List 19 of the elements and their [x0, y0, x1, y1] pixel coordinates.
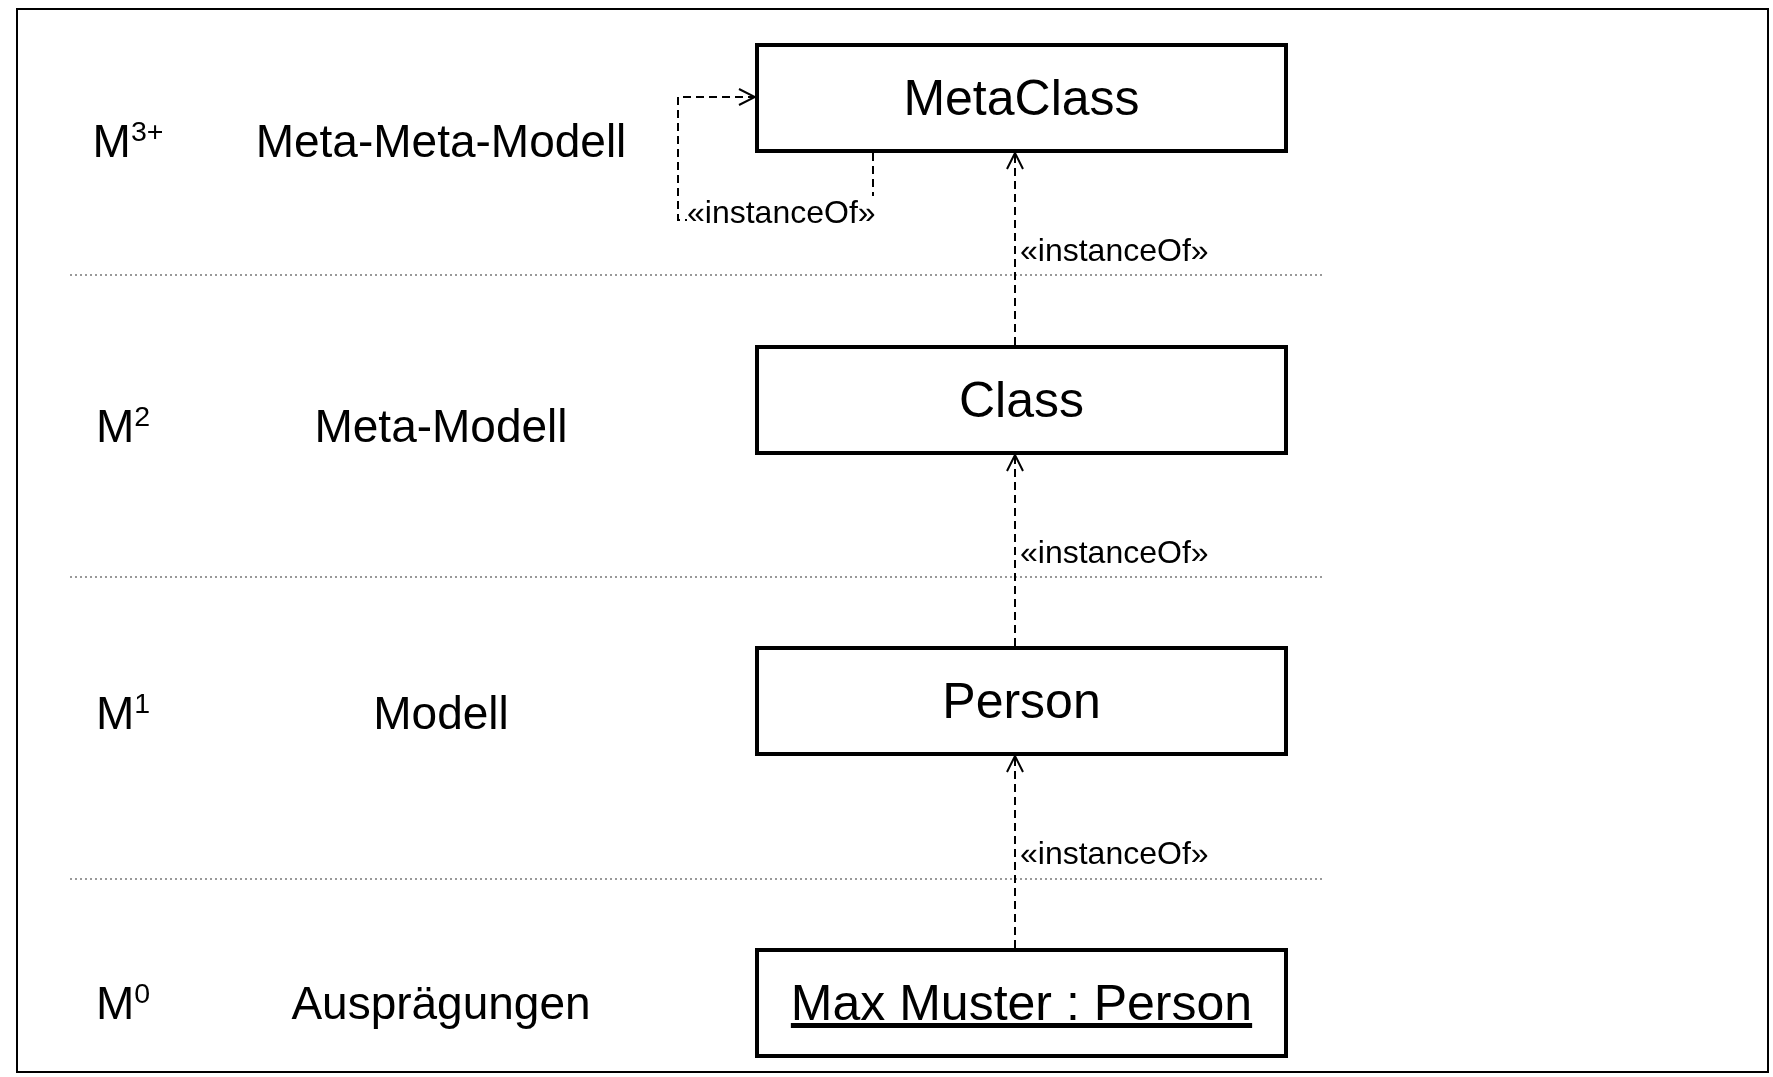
class-name: Class: [959, 371, 1084, 429]
class-box: [755, 43, 1288, 153]
class-box: [755, 646, 1288, 756]
layer-name: Modell: [373, 686, 509, 740]
level-name: M$^{1}$: [95, 686, 151, 740]
dependency-arrow: [1006, 152, 1024, 346]
class-name: MetaClass: [903, 69, 1140, 127]
object-name: Max Muster : Person: [790, 974, 1253, 1032]
dependency-arrow: [1006, 755, 1024, 949]
layer-name: Meta-Meta-Modell: [255, 114, 627, 168]
level-name: M$^{3+}$: [92, 114, 164, 168]
level-name: M$^{0}$: [95, 976, 151, 1030]
level-name: M$^{2}$: [95, 399, 151, 453]
object-box: [755, 948, 1288, 1058]
class-name: Person: [942, 672, 1101, 730]
layer-name: Meta-Modell: [314, 399, 568, 453]
dependency-arrow: [1006, 454, 1024, 647]
class-box: [755, 345, 1288, 455]
layer-name: Ausprägungen: [291, 976, 591, 1030]
